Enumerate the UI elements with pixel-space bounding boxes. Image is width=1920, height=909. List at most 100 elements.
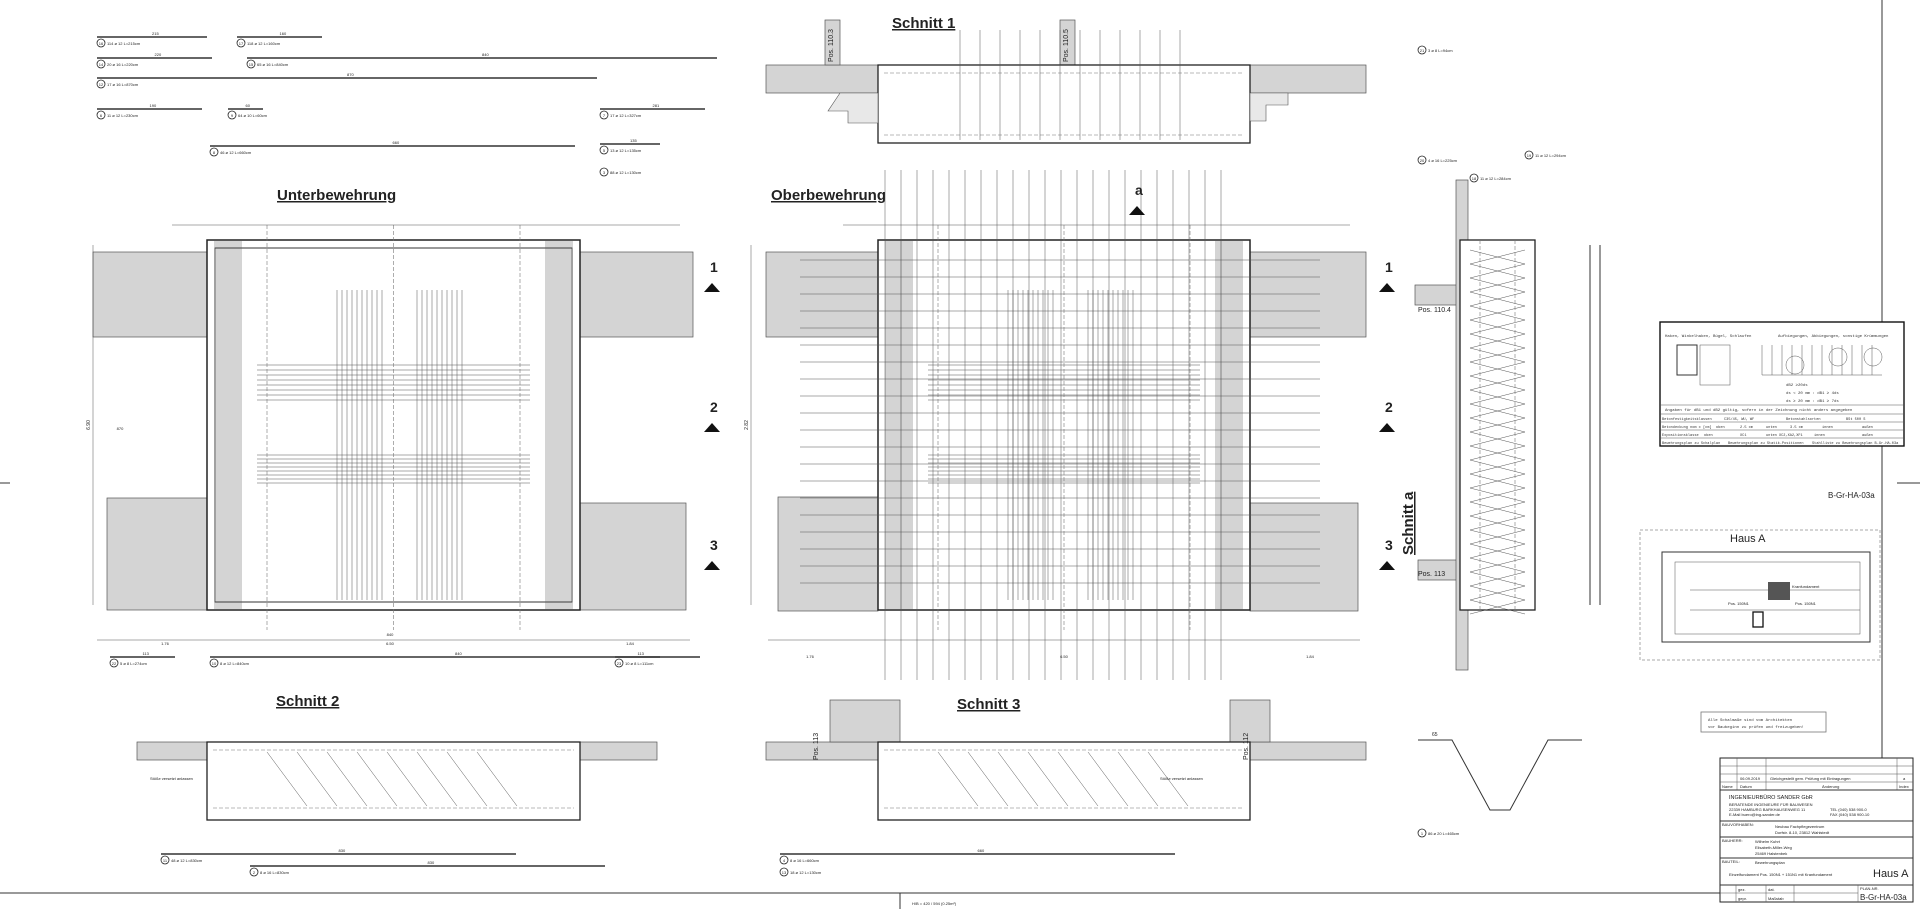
bar-dimension: 281 — [653, 103, 660, 108]
bar-number: 6 — [100, 113, 103, 118]
dimension-label: 2.82 — [744, 420, 750, 430]
rebar — [1469, 333, 1526, 349]
dimension-label: 6.90 — [86, 420, 92, 430]
revision-grid — [1720, 758, 1913, 790]
dimension-label: 1.84 — [1306, 654, 1315, 659]
legend-cell: unten — [1766, 426, 1777, 430]
position-circle-icon — [109, 658, 119, 668]
bend-icon — [1761, 345, 1882, 376]
bar-number: 20 — [1420, 158, 1425, 163]
project-label: BAUVORHABEN: — [1722, 822, 1754, 827]
crane-foundation-highlight — [1768, 582, 1790, 600]
rebar — [416, 751, 458, 807]
bar-description: 17 ø 12 L=327cm — [610, 113, 642, 118]
rebar — [1469, 403, 1526, 419]
bar-description: 118 ø 12 L=160cm — [247, 41, 281, 46]
header-date: Datum — [1740, 784, 1752, 789]
foundation-highlight — [1752, 611, 1764, 628]
section-marker-label: 1 — [710, 259, 718, 275]
position-circle-icon — [599, 110, 609, 120]
rebar — [1469, 571, 1526, 587]
client-name: Wilhelm Kuhrt — [1755, 839, 1781, 844]
part-name: Bewehrungsplan — [1755, 860, 1785, 865]
sheet-format: H/B = 420 / 594 (0.25m²) — [912, 901, 957, 906]
bar-number: 11 — [163, 858, 168, 863]
revision-index: a — [1903, 776, 1906, 781]
legend-hooks-label: Haken, Winkelhaken, Bügel, Schlaufen — [1665, 334, 1752, 339]
bar-number: 21 — [1420, 48, 1425, 53]
section-marker-label: 3 — [710, 537, 718, 553]
rebar — [1469, 347, 1526, 363]
position-circle-icon — [96, 38, 106, 48]
dimension-label: 6.50 — [1060, 654, 1069, 659]
rebar — [1469, 263, 1526, 279]
position-label: Pos. 113 — [1418, 571, 1445, 578]
bar-dimension: 190 — [150, 103, 157, 108]
legend-cell: Expositionsklasse — [1662, 433, 1699, 438]
bar-number: 17 — [239, 41, 244, 46]
bar-dimension: 135 — [630, 138, 637, 143]
bend-circle-icon — [1828, 347, 1848, 367]
view-title-schnitt-a: Schnitt a — [1400, 491, 1417, 555]
bar-dimension: 113 — [638, 651, 645, 656]
note-line: vor Baubeginn zu prüfen und freizugeben! — [1708, 725, 1804, 730]
legend-cell: BSt 500 S — [1846, 418, 1865, 422]
key-plan-label: Pos. 150N1 — [1728, 601, 1750, 606]
column — [824, 19, 841, 66]
rebar — [266, 751, 308, 807]
legend-cell: C35/45, WU, WF — [1724, 417, 1754, 422]
section-schnitt-2 — [136, 741, 658, 821]
legend-formula: dB2 ≥20ds — [1786, 383, 1808, 388]
bar-dimension: 830 — [339, 848, 346, 853]
rebar — [1057, 751, 1099, 807]
legend-frame — [1659, 321, 1905, 447]
footer-label: gez. — [1738, 887, 1746, 892]
view-title-schnitt-1: Schnitt 1 — [892, 15, 955, 32]
rebar — [1469, 361, 1526, 377]
bar-number: 14 — [99, 62, 104, 67]
bar-number: 15 — [249, 62, 254, 67]
rebar — [386, 751, 428, 807]
footer-label: Maßstab — [1768, 896, 1784, 901]
bending-legend: Haken, Winkelhaken, Bügel, Schlaufen Auf… — [1659, 321, 1905, 447]
bar-dimension: 840 — [482, 52, 489, 57]
bar-dimension: 215 — [152, 31, 159, 36]
section-schnitt-a — [1414, 179, 1601, 671]
position-circle-icon — [249, 867, 259, 877]
section-arrow-icon — [1379, 561, 1395, 570]
dimension-label: 6.50 — [386, 641, 395, 646]
position-circle-icon — [96, 110, 106, 120]
bar-number: 16 — [99, 41, 104, 46]
legend-cell: 2.5 cm — [1740, 426, 1753, 430]
legend-formula: ds < 20 mm : dB1 ≥ 4ds — [1786, 391, 1839, 396]
client-street: Elisabeth-Miller-Weg — [1755, 845, 1792, 850]
key-plan-label: Kranfundament — [1792, 584, 1820, 589]
position-circle-icon — [96, 79, 106, 89]
note-frame — [1700, 711, 1827, 733]
bar-number: 10 — [212, 661, 217, 666]
rebar — [1469, 487, 1526, 503]
bar-dimension: 113 — [143, 651, 150, 656]
rebar — [1469, 529, 1526, 545]
section-arrow-icon — [704, 283, 720, 292]
project-address: Dorfstr. 8-10, 23812 Wahlstedt — [1775, 830, 1830, 835]
legend-cell: oben — [1716, 425, 1725, 430]
plan-number-label: PLAN-NR. — [1860, 886, 1879, 891]
position-label: Pos. 113 — [813, 733, 820, 760]
bend-circle-icon — [1863, 347, 1883, 367]
legend-cell: unten XC2,XA2,XF1 — [1766, 434, 1803, 438]
house-label: Haus A — [1873, 868, 1909, 880]
company-name: INGENIEURBÜRO SANDER GbR — [1729, 794, 1813, 801]
rebar — [1469, 431, 1526, 447]
rebar — [446, 751, 488, 807]
legend-cell: außen — [1862, 425, 1873, 430]
building-outline — [1661, 551, 1871, 643]
position-circle-icon — [209, 147, 219, 157]
